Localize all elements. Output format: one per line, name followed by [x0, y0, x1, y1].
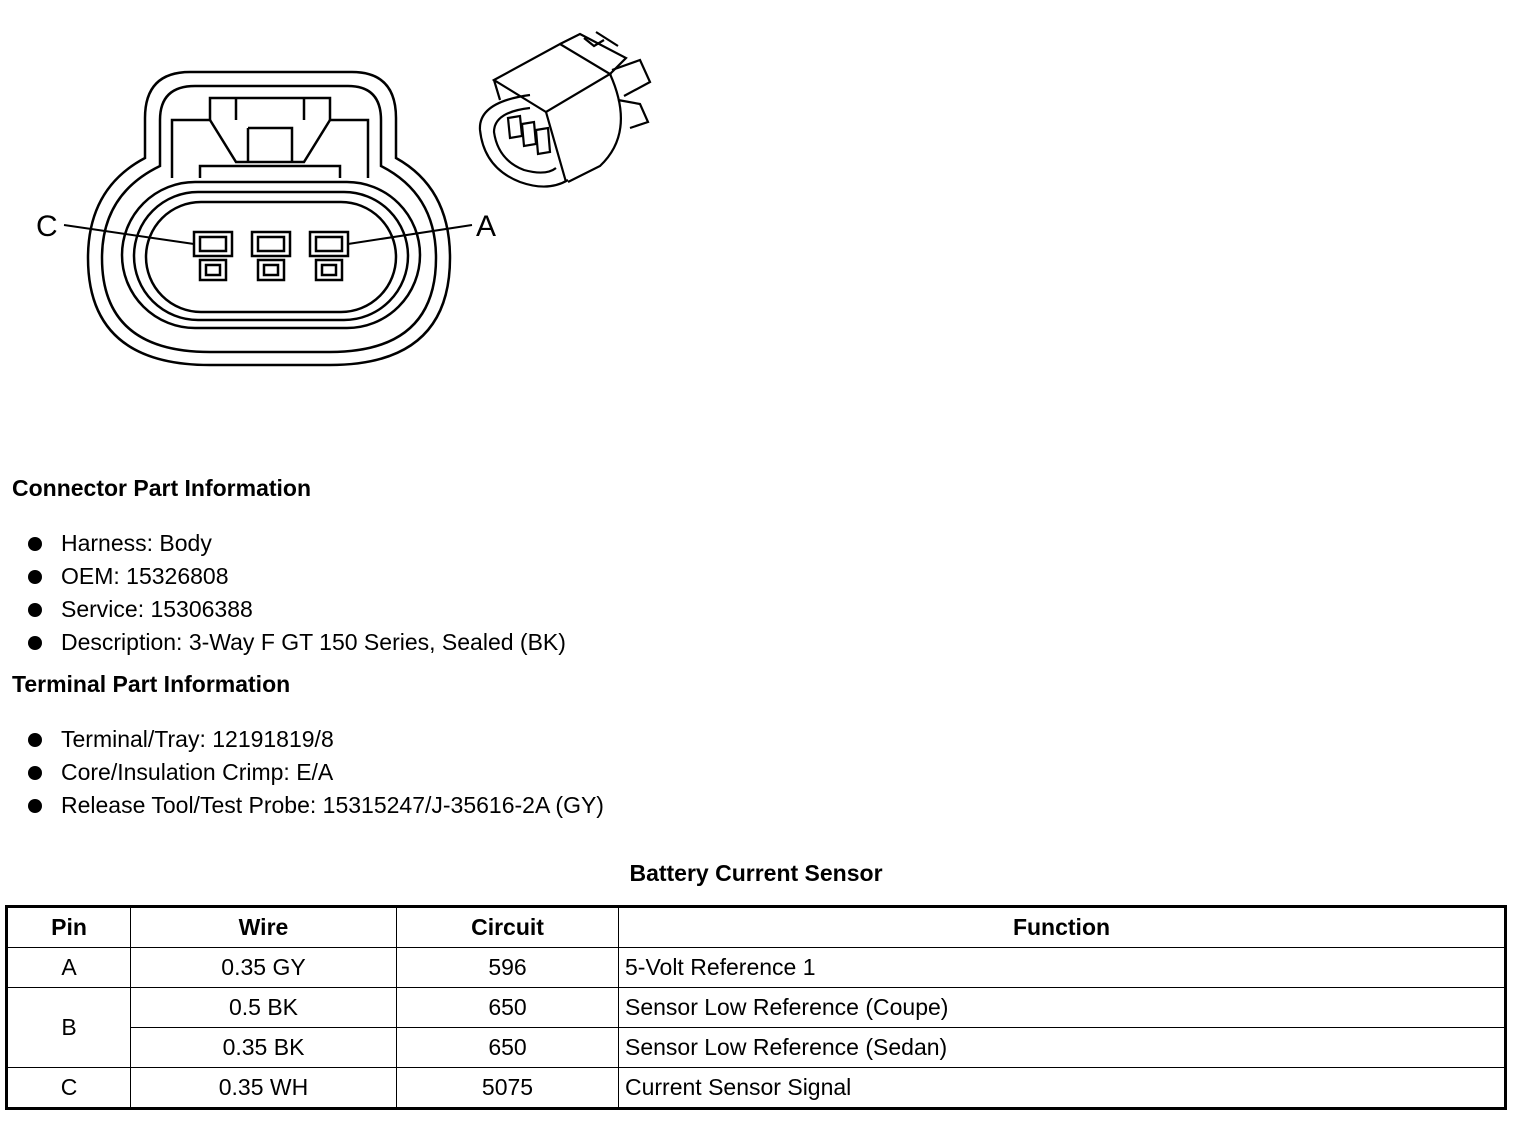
leader-line-a [347, 224, 473, 245]
cell-circuit: 650 [396, 987, 619, 1028]
seal-ring-middle [132, 190, 410, 322]
list-item: Core/Insulation Crimp: E/A [28, 756, 604, 789]
cavity-b [250, 230, 292, 282]
connector-part-title: Connector Part Information [12, 475, 312, 501]
connector-diagram: C A [36, 31, 652, 367]
cell-function: Sensor Low Reference (Sedan) [618, 1027, 1506, 1068]
list-item: Harness: Body [28, 527, 566, 560]
cell-function: Current Sensor Signal [618, 1067, 1506, 1109]
pin-label-a: A [476, 210, 496, 243]
cell-wire: 0.35 WH [130, 1067, 397, 1109]
list-item: Release Tool/Test Probe: 15315247/J-3561… [28, 789, 604, 822]
list-item: Service: 15306388 [28, 593, 566, 626]
connector-face-outline [86, 70, 452, 367]
pin-label-c: C [36, 210, 58, 243]
list-item: Description: 3-Way F GT 150 Series, Seal… [28, 626, 566, 659]
header-circuit: Circuit [396, 906, 619, 948]
cell-pin: B [6, 987, 131, 1068]
list-item: Terminal/Tray: 12191819/8 [28, 723, 604, 756]
cavity-c [192, 230, 234, 282]
cell-wire: 0.35 BK [130, 1027, 397, 1068]
cell-circuit: 5075 [396, 1067, 619, 1109]
cell-circuit: 596 [396, 947, 619, 988]
header-pin: Pin [6, 906, 131, 948]
cell-wire: 0.5 BK [130, 987, 397, 1028]
cell-pin: C [6, 1067, 131, 1109]
terminal-part-title: Terminal Part Information [12, 671, 291, 697]
table-row: C 0.35 WH 5075 Current Sensor Signal [6, 1067, 1506, 1109]
table-header-row: Pin Wire Circuit Function [6, 906, 1506, 948]
table-row: B 0.5 BK 650 Sensor Low Reference (Coupe… [6, 987, 1506, 1068]
cell-function: 5-Volt Reference 1 [618, 947, 1506, 988]
terminal-part-list: Terminal/Tray: 12191819/8 Core/Insulatio… [28, 723, 604, 822]
header-function: Function [618, 906, 1506, 948]
cell-circuit: 650 [396, 1027, 619, 1068]
table-row: 0.35 BK 650 Sensor Low Reference (Sedan) [7, 1027, 1506, 1068]
pin-table: Pin Wire Circuit Function A 0.35 GY 596 … [5, 905, 1507, 1110]
list-item: OEM: 15326808 [28, 560, 566, 593]
cavity-a [308, 230, 350, 282]
table-title: Battery Current Sensor [629, 860, 883, 886]
connector-face-inner-outline [100, 84, 438, 354]
table-row: A 0.35 GY 596 5-Volt Reference 1 [6, 947, 1506, 988]
seal-ring-inner [144, 200, 398, 314]
connector-latch [170, 96, 370, 178]
connector-part-list: Harness: Body OEM: 15326808 Service: 153… [28, 527, 566, 659]
cell-function: Sensor Low Reference (Coupe) [618, 987, 1506, 1028]
cell-wire: 0.35 GY [130, 947, 397, 988]
leader-line-c [63, 224, 195, 245]
header-wire: Wire [130, 906, 397, 948]
cell-pin: A [6, 947, 131, 988]
seal-ring-outer [120, 180, 422, 330]
connector-3d-view [478, 31, 652, 188]
